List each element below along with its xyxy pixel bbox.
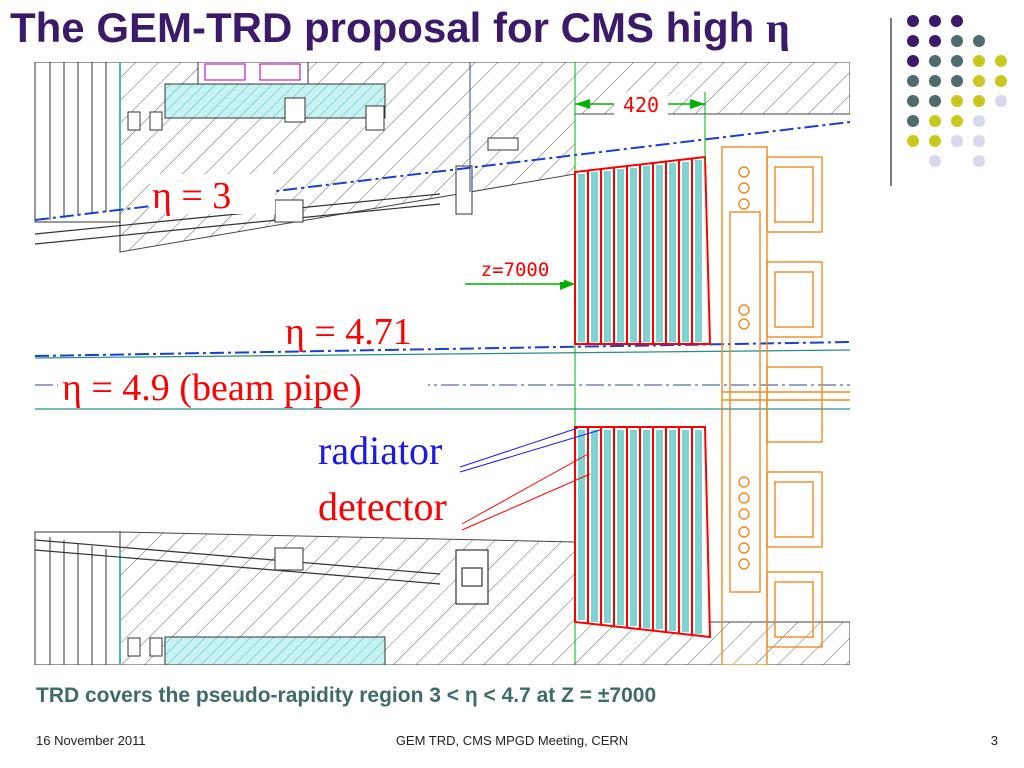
z-7000-marker: z=7000 xyxy=(465,258,575,290)
dot-row-3 xyxy=(907,55,1007,67)
dot-row-4 xyxy=(907,75,1007,87)
footer-center-text: GEM TRD, CMS MPGD Meeting, CERN xyxy=(395,733,629,748)
eta-3-label: η = 3 xyxy=(152,175,231,217)
eta-4-71-label: η = 4.71 xyxy=(285,311,412,353)
title-text: The GEM-TRD proposal for CMS high xyxy=(10,4,766,51)
dot-row-6 xyxy=(907,115,985,127)
dot-row-2 xyxy=(907,35,985,47)
endcap-shield-top xyxy=(119,62,850,253)
z-7000-label: z=7000 xyxy=(481,259,550,281)
callout-labels: radiator detector xyxy=(318,427,601,531)
beam-pipe-lower xyxy=(34,539,441,585)
slide-subtitle: TRD covers the pseudo-rapidity region 3 … xyxy=(36,684,657,707)
engineering-drawing: 420 z=7000 η = 3 η = 4.71 η = 4.9 (beam … xyxy=(34,62,850,665)
orange-flange xyxy=(721,146,850,665)
trd-module-top xyxy=(574,155,712,345)
dimension-420-label: 420 xyxy=(623,93,659,117)
header-divider xyxy=(890,18,892,186)
detector-label: detector xyxy=(318,484,447,529)
endcap-shield-bottom xyxy=(119,531,850,665)
title-eta-symbol: η xyxy=(765,6,790,52)
radiator-label: radiator xyxy=(318,428,442,473)
footer-date: 16 November 2011 xyxy=(36,733,146,748)
dimension-420: 420 xyxy=(575,92,706,162)
decorative-dot-grid xyxy=(907,15,1007,167)
dot-row-1 xyxy=(907,15,963,27)
left-calorimeter-bottom xyxy=(34,531,121,665)
eta-labels: η = 3 η = 4.71 η = 4.9 (beam pipe) xyxy=(58,174,428,409)
trd-module-bottom xyxy=(574,426,712,639)
left-calorimeter-top xyxy=(34,62,121,223)
beam-pipe-central xyxy=(34,62,850,665)
eta-4-9-label: η = 4.9 (beam pipe) xyxy=(62,367,362,409)
dot-row-5 xyxy=(907,95,1007,107)
slide-title: The GEM-TRD proposal for CMS high η xyxy=(10,0,880,58)
dot-row-7 xyxy=(907,135,985,147)
page-number: 3 xyxy=(990,733,998,748)
dot-row-8 xyxy=(929,155,985,167)
